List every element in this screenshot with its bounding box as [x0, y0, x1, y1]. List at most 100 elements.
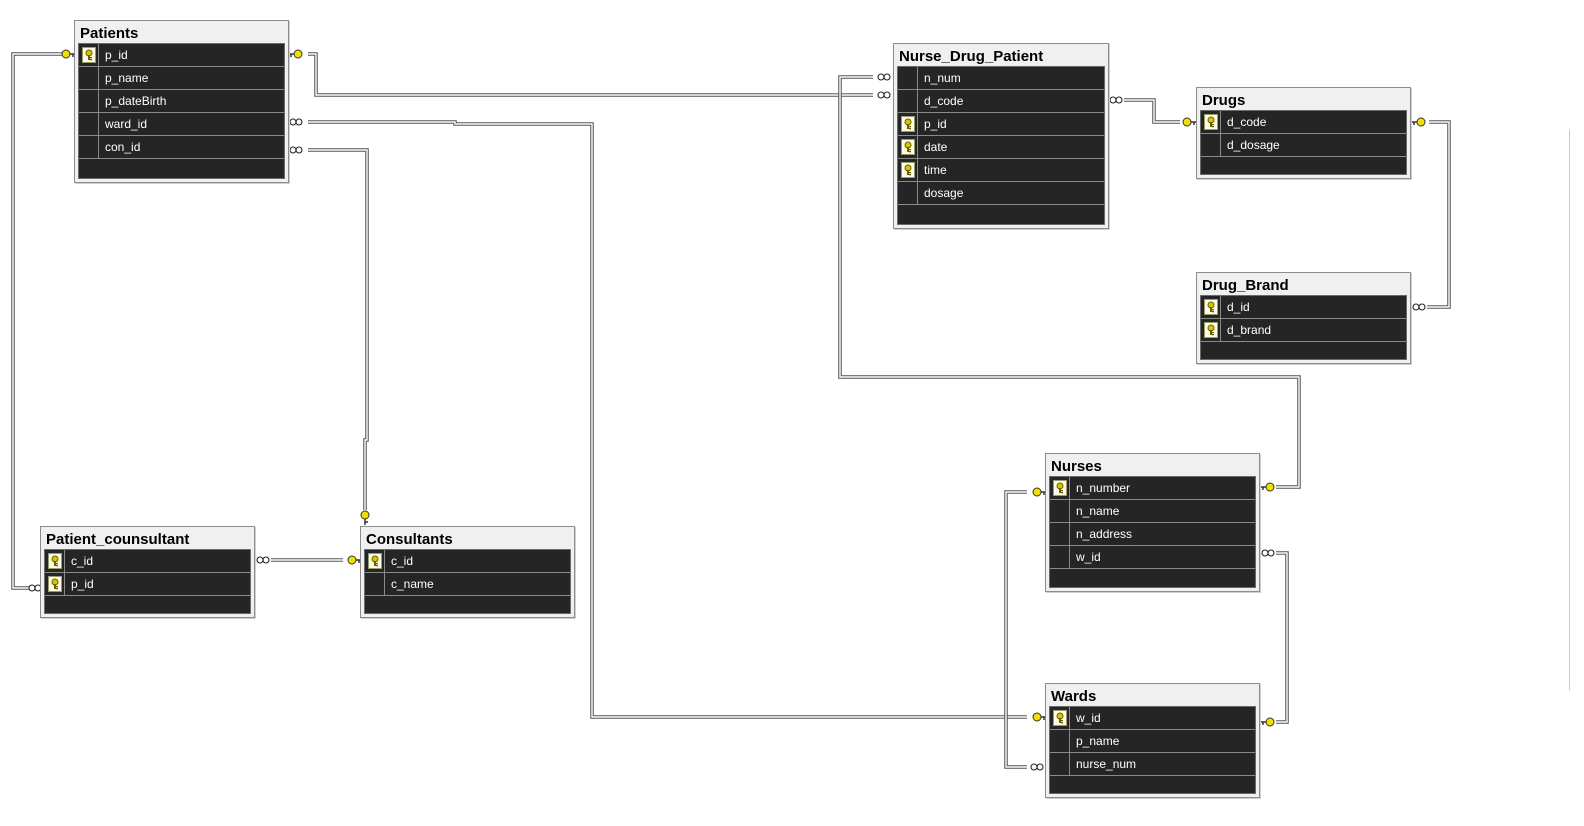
row-selector[interactable]: [79, 67, 99, 89]
row-selector[interactable]: [898, 159, 918, 181]
row-selector[interactable]: [45, 573, 65, 595]
column-row[interactable]: d_brand: [1201, 319, 1406, 342]
relationship-lines: [11, 52, 1451, 769]
relationship-nurses-to-wards[interactable]: [1004, 490, 1027, 769]
column-row[interactable]: d_code: [898, 90, 1104, 113]
column-name: c_id: [71, 554, 94, 568]
column-row[interactable]: d_id: [1201, 296, 1406, 319]
column-name: p_name: [105, 71, 149, 85]
many-end-icon: [1109, 96, 1123, 104]
primary-key-icon: [1204, 299, 1218, 315]
row-selector[interactable]: [365, 573, 385, 595]
column-row[interactable]: d_code: [1201, 111, 1406, 134]
many-end-icon: [877, 91, 891, 99]
column-row[interactable]: dosage: [898, 182, 1104, 205]
row-selector[interactable]: [45, 550, 65, 572]
relationship-drugs-to-nurse-drug-patient[interactable]: [1124, 98, 1180, 124]
relationship-line-fill: [1005, 491, 1027, 768]
column-row[interactable]: w_id: [1050, 546, 1255, 569]
row-selector[interactable]: [1201, 111, 1221, 133]
row-selector[interactable]: [898, 136, 918, 158]
column-name: n_address: [1076, 527, 1133, 541]
column-name: w_id: [1076, 711, 1101, 725]
many-end-icon: [289, 146, 303, 154]
key-end-icon: [360, 510, 370, 525]
scrollbar[interactable]: [1569, 130, 1570, 690]
primary-key-icon: [1053, 710, 1067, 726]
primary-key-icon: [368, 553, 382, 569]
relationship-consultants-to-patients[interactable]: [308, 148, 369, 510]
relationship-patients-to-patient-counsultant[interactable]: [11, 52, 64, 590]
relationship-drugs-to-drug-brand[interactable]: [1427, 120, 1451, 309]
row-selector[interactable]: [79, 90, 99, 112]
row-selector[interactable]: [1050, 500, 1070, 522]
table-title: Drug_Brand: [1202, 277, 1289, 294]
column-row[interactable]: con_id: [79, 136, 284, 159]
table-title: Patients: [80, 25, 139, 42]
row-selector[interactable]: [898, 113, 918, 135]
column-row[interactable]: c_id: [365, 550, 570, 573]
row-selector[interactable]: [1050, 730, 1070, 752]
column-row[interactable]: p_id: [79, 44, 284, 67]
table-columns: c_id c_name: [364, 549, 571, 614]
primary-key-icon: [901, 139, 915, 155]
column-name: p_id: [105, 48, 128, 62]
table-title: Drugs: [1202, 92, 1246, 109]
column-row[interactable]: c_id: [45, 550, 250, 573]
row-selector[interactable]: [1050, 523, 1070, 545]
column-row[interactable]: ward_id: [79, 113, 284, 136]
relationship-wards-to-nurses[interactable]: [1276, 551, 1289, 724]
row-selector[interactable]: [1050, 546, 1070, 568]
column-row[interactable]: n_num: [898, 67, 1104, 90]
relationship-endpoints: [28, 49, 1426, 771]
row-selector[interactable]: [1050, 707, 1070, 729]
column-row[interactable]: p_name: [79, 67, 284, 90]
column-row[interactable]: nurse_num: [1050, 753, 1255, 776]
row-selector[interactable]: [1050, 753, 1070, 775]
column-row[interactable]: date: [898, 136, 1104, 159]
primary-key-icon: [82, 47, 96, 63]
row-selector[interactable]: [1050, 477, 1070, 499]
row-selector[interactable]: [898, 90, 918, 112]
column-row[interactable]: p_id: [898, 113, 1104, 136]
row-selector[interactable]: [898, 182, 918, 204]
column-row[interactable]: time: [898, 159, 1104, 182]
column-row[interactable]: p_id: [45, 573, 250, 596]
row-selector[interactable]: [365, 550, 385, 572]
relationship-line-fill: [308, 149, 368, 510]
key-end-icon: [61, 49, 75, 59]
row-selector[interactable]: [79, 136, 99, 158]
row-selector[interactable]: [1201, 134, 1221, 156]
key-end-icon: [1412, 117, 1426, 127]
column-name: c_id: [391, 554, 414, 568]
many-end-icon: [1261, 549, 1275, 557]
column-row[interactable]: n_name: [1050, 500, 1255, 523]
column-row[interactable]: n_address: [1050, 523, 1255, 546]
relationship-patients-to-nurse-drug-patient[interactable]: [308, 52, 873, 97]
column-name: dosage: [924, 186, 964, 200]
relationship-line-fill: [839, 76, 1300, 488]
row-selector[interactable]: [1201, 319, 1221, 341]
column-row[interactable]: d_dosage: [1201, 134, 1406, 157]
row-selector[interactable]: [1201, 296, 1221, 318]
relationship-line-fill: [1276, 552, 1288, 723]
column-row[interactable]: c_name: [365, 573, 570, 596]
column-row[interactable]: n_number: [1050, 477, 1255, 500]
column-row[interactable]: p_name: [1050, 730, 1255, 753]
row-selector[interactable]: [898, 67, 918, 89]
column-row[interactable]: w_id: [1050, 707, 1255, 730]
row-selector[interactable]: [79, 44, 99, 66]
row-selector[interactable]: [79, 113, 99, 135]
column-row[interactable]: p_dateBirth: [79, 90, 284, 113]
